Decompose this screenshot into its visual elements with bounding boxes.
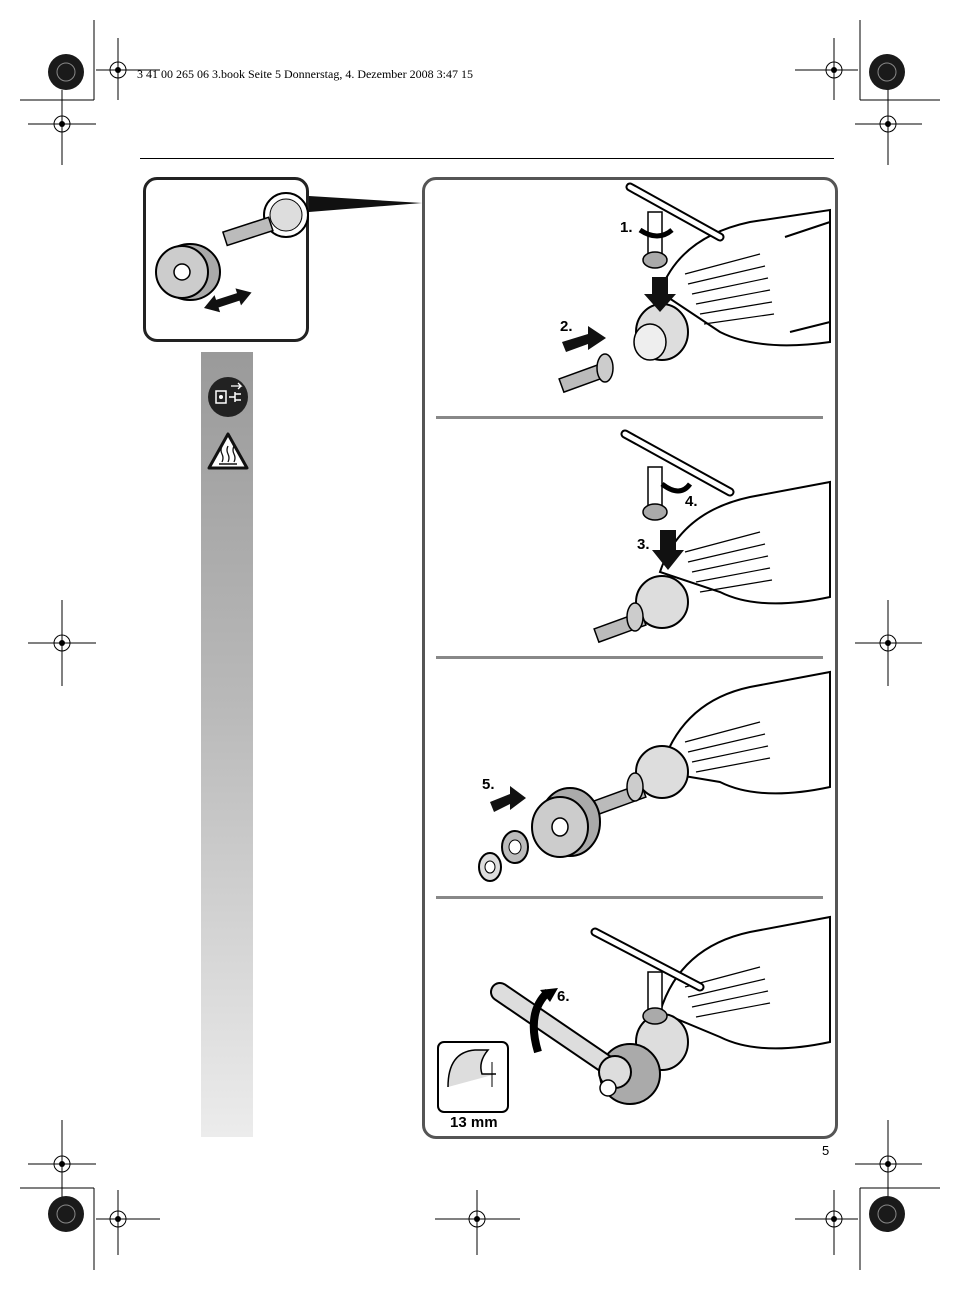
drill-illustration-4 [437,915,831,1113]
starburst-marks [48,54,905,1232]
step-label-5: 5. [482,776,495,793]
drill-chuck [633,303,689,361]
wrench-size-label: 13 mm [450,1114,498,1131]
down-arrow-icon [652,530,684,570]
drill-illustration-1 [558,182,831,394]
right-arrow-icon [562,326,606,352]
step-label-1: 1. [620,219,633,236]
panel-divider-3 [436,896,823,899]
header-rule [140,158,834,159]
drill-illustration-2 [593,429,831,644]
nut [478,852,502,882]
safety-gradient-bar [201,352,253,1137]
washer [501,830,529,864]
curved-arrow-icon [529,989,551,1054]
step-label-4: 4. [685,493,698,510]
right-arrow-icon [490,786,526,812]
wrench-size-icon [437,1041,509,1113]
spindle-shaft [558,353,614,394]
grinding-wheel [531,787,601,858]
step-label-3: 3. [637,536,650,553]
drill-body [658,208,831,347]
panel-divider-2 [436,656,823,659]
down-arrow-icon [644,277,676,312]
panel-divider-1 [436,416,823,419]
rotate-arrow-icon [660,481,693,494]
drill-illustration-3 [478,670,831,882]
rotate-arrow-icon [638,227,674,239]
step-label-2: 2. [560,318,573,335]
header-file-info: 3 41 00 265 06 3.book Seite 5 Donnerstag… [137,67,473,81]
step-label-6: 6. [557,988,570,1005]
inset-wheel-illustration [155,192,309,313]
double-arrow-icon [204,288,252,313]
page-number: 5 [822,1143,830,1158]
hot-surface-warning-icon [207,432,249,470]
unplug-icon [208,377,248,417]
wrench [490,982,632,1097]
